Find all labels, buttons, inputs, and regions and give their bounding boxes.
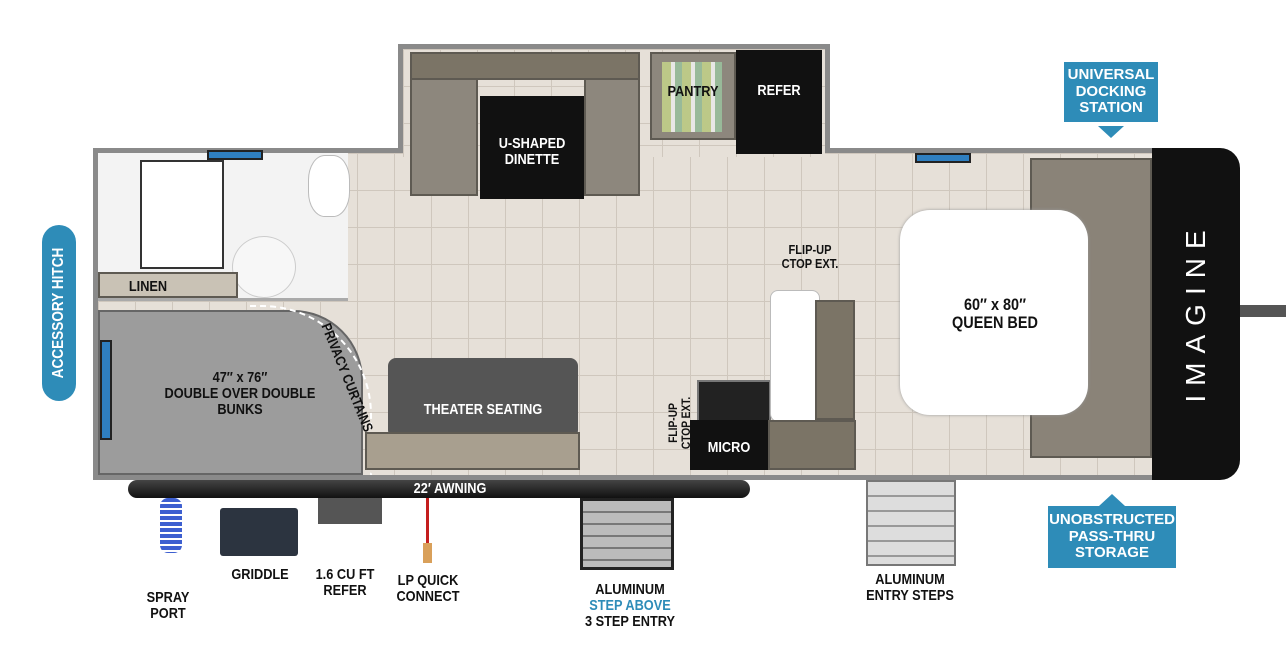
lp-hose: [426, 498, 429, 543]
lower-cabinet: [768, 420, 856, 470]
awning-label: 22′ AWNING: [413, 480, 487, 497]
lp-connector: [423, 543, 432, 563]
bathroom-sink: [308, 155, 350, 217]
brand-logo: IMAGINE: [1180, 221, 1211, 403]
linen-cabinet: [98, 272, 238, 298]
kitchen-sink: [770, 290, 820, 422]
front-cap: [1152, 148, 1240, 480]
linen-label: LINEN: [128, 278, 168, 295]
stove: [697, 380, 771, 424]
dinette-table: [480, 96, 584, 199]
overhead-shelf: [410, 52, 640, 80]
step-above-label: ALUMINUM STEP ABOVE 3 STEP ENTRY: [585, 581, 675, 631]
dinette-bench-right: [584, 78, 640, 196]
entertainment-cabinet: [365, 432, 580, 470]
queen-bed: [900, 210, 1088, 415]
griddle: [220, 508, 298, 556]
window: [207, 150, 263, 160]
theater-label: THEATER SEATING: [423, 401, 543, 418]
micro-label: MICRO: [707, 439, 751, 456]
dinette-bench-left: [410, 78, 478, 196]
mini-fridge: [318, 498, 382, 524]
bunk-window: [100, 340, 112, 440]
pantry-label: PANTRY: [667, 83, 719, 100]
pantry-shelves: [662, 62, 722, 132]
bed-label: 60″ x 80″QUEEN BED: [952, 295, 1038, 333]
refrigerator: [736, 50, 822, 154]
refer-label: REFER: [757, 82, 801, 99]
toilet: [232, 236, 296, 298]
spray-hose: [160, 498, 182, 553]
griddle-label: GRIDDLE: [231, 566, 289, 583]
step-above: [580, 498, 674, 570]
theater-seating: [388, 358, 578, 438]
microwave: [690, 420, 768, 470]
shower: [140, 160, 224, 269]
kitchen-cabinet: [815, 300, 855, 420]
hitch: [1240, 305, 1286, 317]
arrow-down-icon: [1098, 126, 1124, 138]
awning: [128, 480, 750, 498]
bedroom-window: [915, 153, 971, 163]
entry-steps: [866, 480, 956, 566]
arrow-up-icon: [1099, 494, 1125, 506]
accessory-hitch-callout: ACCESSORY HITCH: [42, 225, 76, 401]
